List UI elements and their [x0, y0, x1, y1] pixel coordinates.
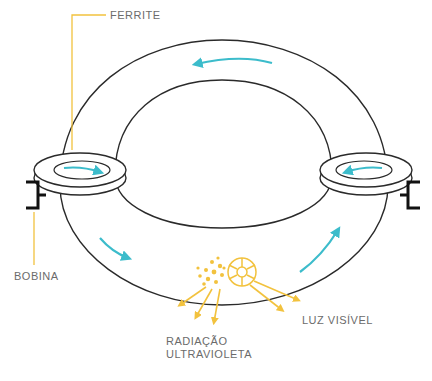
radiation-label: LUZ VISÍVEL: [302, 314, 402, 327]
tube-hole: [115, 80, 332, 228]
flow-arrow: [64, 59, 382, 272]
coil-bracket: [26, 182, 46, 208]
coil-bracket: [400, 182, 420, 208]
radiation-arrow: [180, 281, 298, 322]
radiation-label: RADIAÇÃO ULTRAVIOLETA: [166, 335, 258, 361]
part-label: BOBINA: [14, 270, 84, 283]
leader-line: [33, 212, 34, 265]
ferrite-ring: [320, 153, 412, 195]
atom-symbol: [228, 258, 256, 286]
part-label: FERRITE: [110, 9, 190, 22]
leader-line: [72, 15, 106, 150]
ferrite-ring: [34, 153, 126, 195]
uv-particles: [196, 256, 225, 285]
